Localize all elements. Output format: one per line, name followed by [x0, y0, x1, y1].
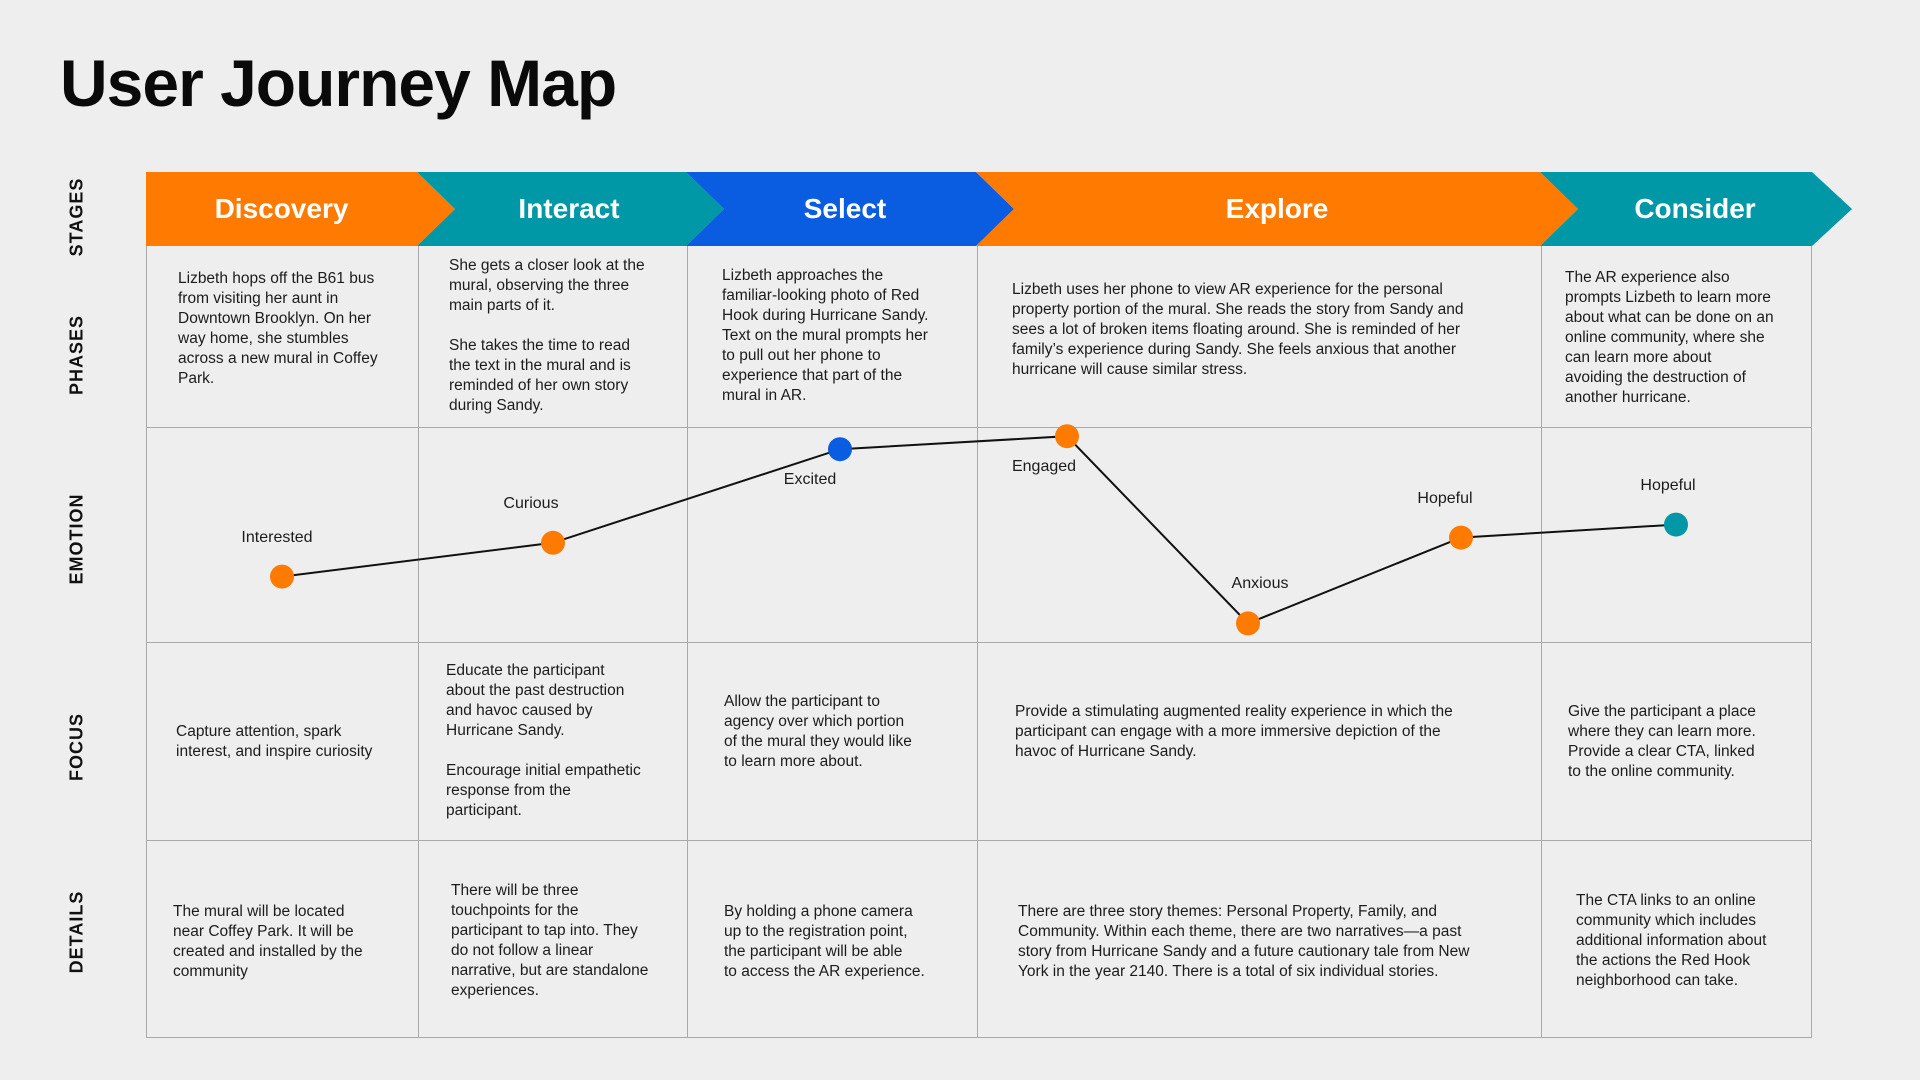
stage-chevron-select [686, 172, 1014, 246]
grid-divider [418, 246, 419, 1037]
phase-text-select: Lizbeth approaches the familiar-looking … [722, 267, 929, 404]
phase-text-interact: She gets a closer look at the mural, obs… [449, 257, 645, 414]
emotion-label: Engaged [1011, 458, 1077, 476]
stage-label-consider: Consider [1634, 193, 1756, 224]
stage-label-select: Select [803, 193, 887, 224]
focus-text-select: Allow the participant to agency over whi… [724, 693, 912, 770]
stage-chevron-consider [1540, 172, 1852, 246]
details-text-explore: There are three story themes: Personal P… [1018, 903, 1470, 980]
stage-label-explore: Explore [1225, 193, 1329, 224]
emotion-point [1055, 424, 1079, 449]
emotion-points [270, 424, 1688, 636]
details-text-interact: There will be three touchpoints for the … [451, 882, 649, 999]
stage-chevron-interact [417, 172, 724, 246]
phase-text-consider: The AR experience also prompts Lizbeth t… [1565, 269, 1774, 406]
grid-divider [147, 427, 1811, 428]
stage-chevron-discovery [146, 172, 455, 246]
emotion-label: Anxious [1231, 575, 1289, 593]
phase-text-explore: Lizbeth uses her phone to view AR experi… [1012, 281, 1464, 378]
emotion-label: Hopeful [1640, 476, 1696, 494]
focus-text-discovery: Capture attention, spark interest, and i… [176, 723, 373, 760]
stage-label-interact: Interact [518, 193, 620, 224]
grid-divider [977, 246, 978, 1037]
focus-text-interact: Educate the participant about the past d… [446, 662, 641, 819]
focus-text-explore: Provide a stimulating augmented reality … [1015, 703, 1453, 760]
grid-divider [147, 840, 1811, 841]
details-text-select: By holding a phone camera up to the regi… [724, 903, 925, 980]
details-text-discovery: The mural will be located near Coffey Pa… [173, 903, 363, 980]
details-text-consider: The CTA links to an online community whi… [1576, 892, 1767, 989]
grid-divider [147, 642, 1811, 643]
page-title: User Journey Map [60, 46, 617, 120]
emotion-label: Hopeful [1417, 489, 1473, 507]
emotion-point [270, 564, 294, 589]
grid-divider [687, 246, 688, 1037]
phase-text-discovery: Lizbeth hops off the B61 bus from visiti… [178, 270, 378, 387]
stage-label-discovery: Discovery [214, 193, 349, 224]
stage-chevron-explore [976, 172, 1578, 246]
emotion-point [1449, 525, 1473, 550]
emotion-point [1236, 611, 1260, 636]
emotion-label: Excited [783, 471, 837, 489]
journey-grid [146, 246, 1812, 1038]
emotion-point [1664, 512, 1688, 537]
emotion-point [828, 437, 852, 462]
emotion-point [541, 530, 565, 555]
focus-text-consider: Give the participant a place where they … [1568, 703, 1756, 780]
emotion-label: Interested [241, 528, 313, 546]
grid-divider [1541, 246, 1542, 1037]
emotion-label: Curious [503, 494, 559, 512]
